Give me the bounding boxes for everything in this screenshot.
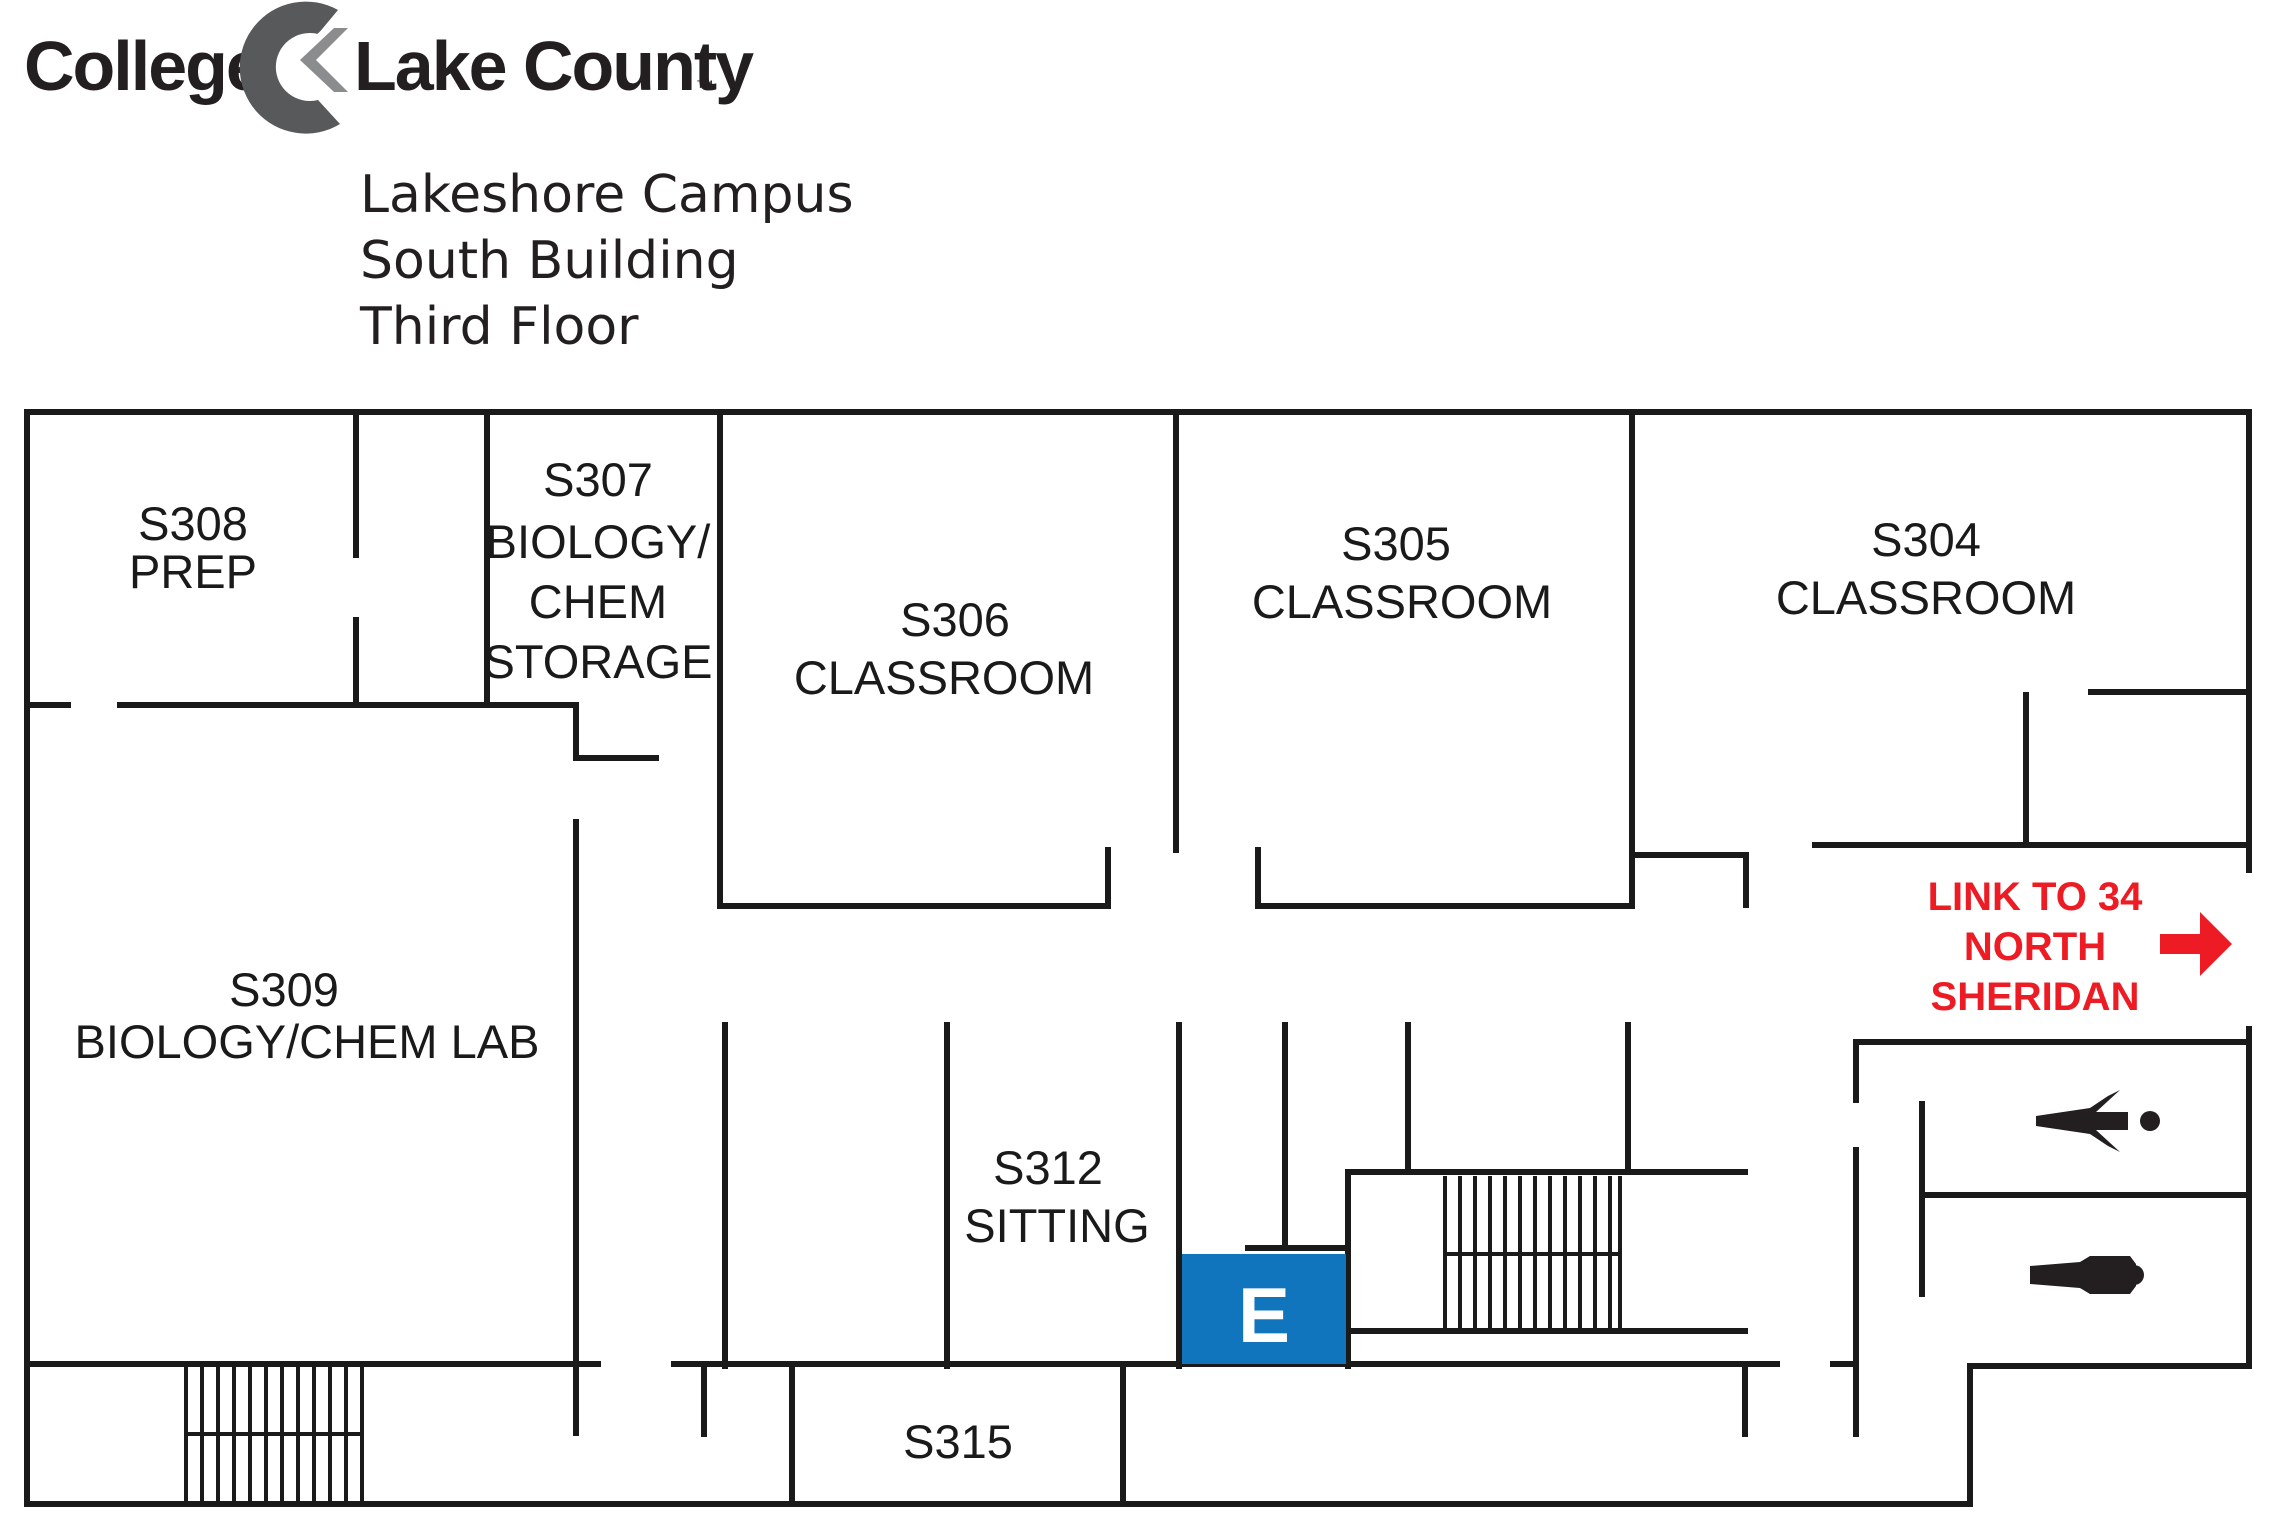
link-line2: NORTH [1964, 925, 2106, 969]
wall-restroom-top [1853, 1039, 2252, 1103]
wall-s306-bottom [717, 847, 1111, 909]
link-to-34-north-sheridan: LINK TO 34 NORTH SHERIDAN [1928, 875, 2144, 1019]
elevator: E [1182, 1254, 1346, 1364]
wall-stairwell-top [1345, 1169, 1748, 1369]
room-s312-name: SITTING [964, 1199, 1149, 1252]
room-s307: S307 BIOLOGY/ CHEM STORAGE [484, 453, 713, 688]
room-s304-name: CLASSROOM [1776, 571, 2076, 624]
logo-emblem-icon [239, 1, 356, 134]
room-s307-line2: CHEM [529, 575, 667, 628]
building-name: South Building [360, 231, 739, 291]
outer-wall-left-bottom [24, 409, 2252, 1507]
room-s309-number: S309 [229, 963, 339, 1016]
room-s306-name: CLASSROOM [794, 651, 1094, 704]
outer-wall-top-right [24, 409, 2252, 873]
room-s305-name: CLASSROOM [1252, 575, 1552, 628]
logo-right-word: Lake County [354, 27, 754, 105]
campus-name: Lakeshore Campus [360, 165, 854, 225]
room-s307-line1: BIOLOGY/ [486, 515, 712, 568]
room-s305: S305 CLASSROOM [1252, 517, 1552, 628]
men-restroom-icon [2030, 1256, 2144, 1294]
building-subtitle: Lakeshore Campus South Building Third Fl… [359, 165, 854, 357]
room-s304-number: S304 [1871, 513, 1981, 566]
link-arrow-icon [2160, 912, 2232, 976]
link-line3: SHERIDAN [1931, 975, 2140, 1019]
room-s307-number: S307 [543, 453, 653, 506]
room-s308: S308 PREP [129, 497, 257, 598]
floor-name: Third Floor [359, 297, 639, 357]
room-s306: S306 CLASSROOM [794, 593, 1094, 704]
link-line1: LINK TO 34 [1928, 875, 2144, 919]
elevator-box [1182, 1254, 1346, 1364]
room-s309-name: BIOLOGY/CHEM LAB [75, 1015, 540, 1068]
room-s309: S309 BIOLOGY/CHEM LAB [75, 963, 540, 1068]
wall-s307-door [573, 702, 659, 761]
stair-left [184, 1366, 364, 1502]
room-s315: S315 [903, 1415, 1013, 1468]
logo-trademark: TM [697, 79, 713, 91]
room-s308-number: S308 [138, 497, 248, 550]
college-lake-county-logo: College Lake County TM [24, 1, 756, 134]
wall-s305-bottom [1255, 847, 1635, 909]
room-s312-number: S312 [993, 1141, 1103, 1194]
room-s308-name: PREP [129, 545, 257, 598]
women-restroom-icon [2036, 1090, 2160, 1152]
room-s307-line3: STORAGE [484, 635, 713, 688]
wall-corridor-niche [1629, 852, 1749, 908]
room-s315-number: S315 [903, 1415, 1013, 1468]
room-s304: S304 CLASSROOM [1776, 513, 2076, 624]
floor-plan-walls [24, 409, 2252, 1507]
room-s312: S312 SITTING [964, 1141, 1149, 1252]
logo-left-word: College [24, 27, 263, 105]
room-s306-number: S306 [900, 593, 1010, 646]
stair-center [1443, 1176, 1622, 1331]
elevator-label: E [1238, 1271, 1290, 1359]
room-s305-number: S305 [1341, 517, 1451, 570]
